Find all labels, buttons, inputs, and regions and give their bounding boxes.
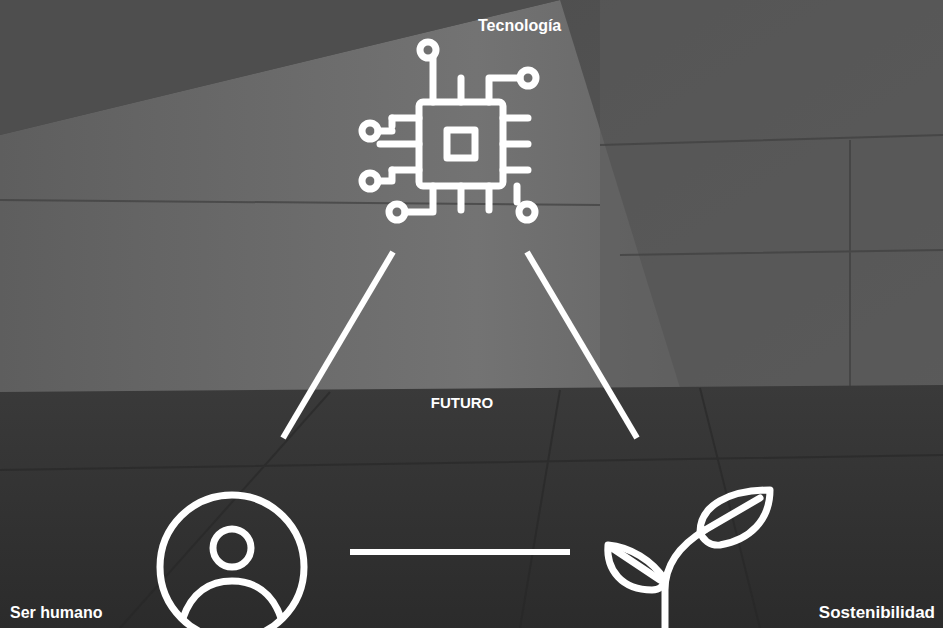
stone-tiles <box>600 0 943 390</box>
human-node: Ser humano <box>5 438 350 625</box>
connector-line <box>350 549 570 555</box>
person-icon <box>160 495 304 628</box>
floor-joints <box>0 388 943 628</box>
connector-line <box>283 252 393 438</box>
node-label: Tecnología <box>478 16 561 36</box>
center-label: FUTURO <box>431 394 494 412</box>
tile-joints <box>0 135 943 390</box>
chip-icon <box>362 42 536 220</box>
connector-line <box>527 252 637 438</box>
node-label: Sostenibilidad <box>819 603 935 623</box>
sprout-icon <box>608 490 770 628</box>
facade-panel <box>0 0 680 395</box>
sustainability-node: Sostenibilidad <box>570 438 938 625</box>
technology-node: Tecnología <box>350 10 600 252</box>
floor <box>0 385 943 628</box>
facade-shadow <box>0 0 560 135</box>
node-label: Ser humano <box>10 603 102 623</box>
